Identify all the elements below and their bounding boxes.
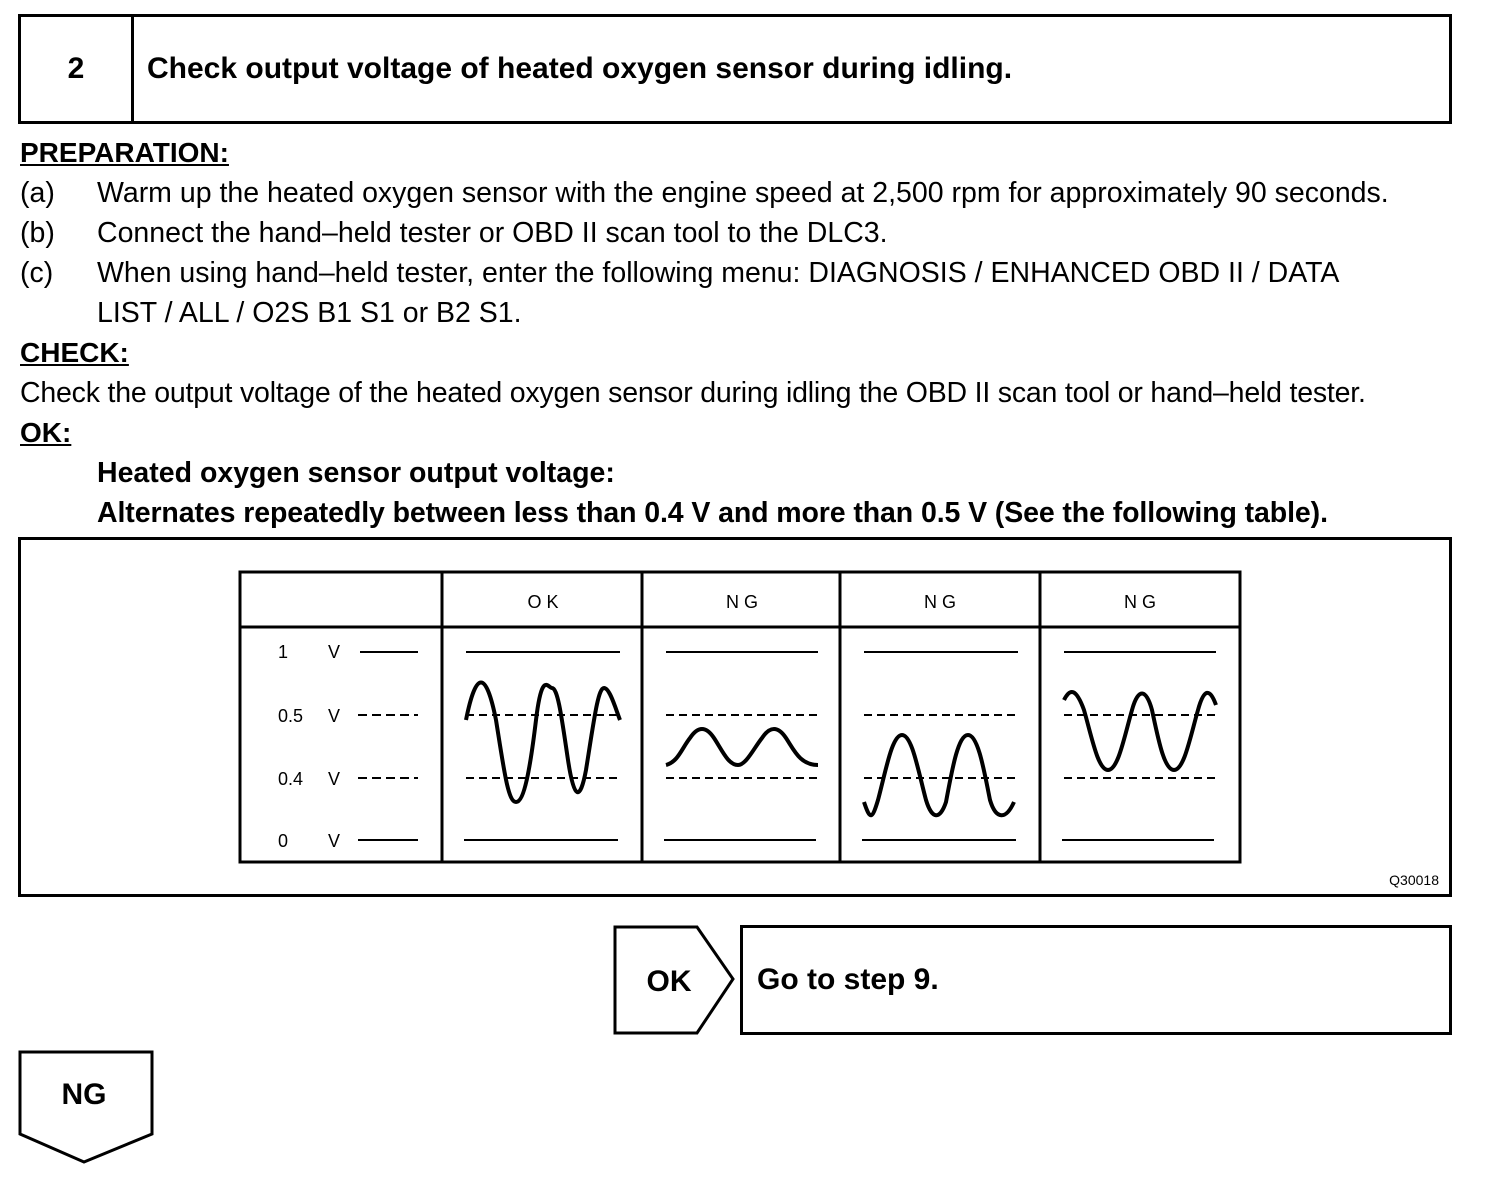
prep-item-c-text: When using hand–held tester, enter the f… [97,257,1340,289]
check-heading: CHECK: [20,337,129,368]
ok-result-label: OK [647,965,692,998]
column-header-ng-3: N G [1124,592,1156,612]
waveform-ng-2 [862,732,1016,818]
column-header-ng-1: N G [726,592,758,612]
ok-action-box: Go to step 9. [740,925,1452,1035]
row-label-04v-value: 0.4 [278,769,303,789]
ok-action-text: Go to step 9. [757,963,939,996]
column-gridlines [464,651,1216,841]
table-border [238,570,1242,864]
waveform-ok [464,680,622,805]
row-label-1v-unit: V [328,642,340,662]
ok-result-arrow: OK [613,925,735,1035]
prep-item-b-text: Connect the hand–held tester or OBD II s… [97,217,888,249]
prep-item-a-label: (a) [20,177,55,209]
ng-result-label: NG [62,1078,107,1111]
column-header-ng-2: N G [924,592,956,612]
prep-item-a-text: Warm up the heated oxygen sensor with th… [97,177,1389,209]
row-label-0v-value: 0 [278,831,288,851]
row-label-05v-value: 0.5 [278,706,303,726]
voltage-waveform-table: O K N G N G N G 1 V 0.5 V 0.4 V 0 V [238,570,1242,864]
check-text: Check the output voltage of the heated o… [20,377,1366,409]
figure-code: Q30018 [1389,872,1439,888]
waveform-ng-1 [665,727,819,768]
step-title: Check output voltage of heated oxygen se… [147,52,1013,85]
ok-heading: OK: [20,417,72,448]
prep-item-c-text-continued: LIST / ALL / O2S B1 S1 or B2 S1. [97,297,522,329]
prep-item-c-label: (c) [20,257,54,289]
preparation-heading: PREPARATION: [20,137,229,168]
ng-result-arrow: NG [18,1050,154,1164]
ok-spec-line2: Alternates repeatedly between less than … [97,497,1328,529]
step-header: 2 Check output voltage of heated oxygen … [18,14,1452,124]
figure-frame: Q30018 [18,537,1452,897]
ok-spec-line1: Heated oxygen sensor output voltage: [97,457,615,489]
row-label-1v-value: 1 [278,642,288,662]
step-number: 2 [21,17,134,121]
waveform-ng-3 [1062,690,1218,773]
row-label-0v-unit: V [328,831,340,851]
row-label-05v-unit: V [328,706,340,726]
prep-item-b-label: (b) [20,217,55,249]
row-label-04v-unit: V [328,769,340,789]
column-header-ok: O K [527,592,558,612]
